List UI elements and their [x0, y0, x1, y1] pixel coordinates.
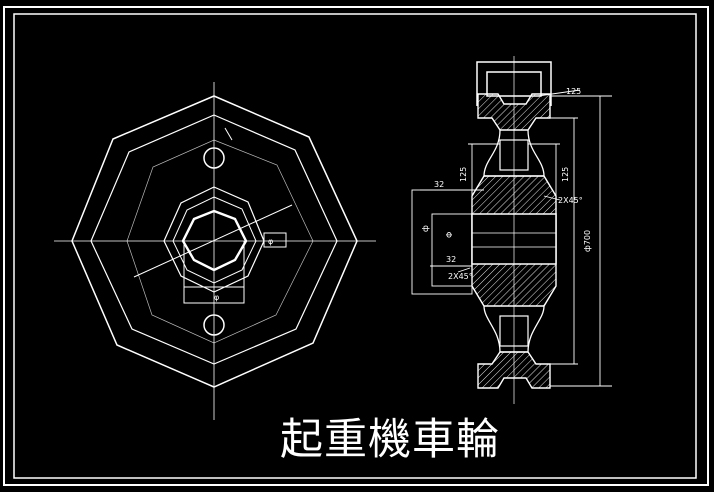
center-mark: φ — [268, 237, 273, 246]
inner-frame — [13, 13, 697, 479]
outer-octagon — [71, 95, 358, 388]
dim-tread-height-left: 125 — [459, 167, 468, 182]
dim-bore-label: Φ — [445, 232, 454, 238]
side-view — [411, 56, 612, 404]
dim-tread-height-right: 125 — [561, 167, 570, 182]
dim-flange-leader — [537, 89, 581, 97]
dim-bore-offset-lower: 32 — [446, 255, 456, 264]
dim-bore-offset: 32 — [434, 180, 444, 189]
chamfer-leader-right — [543, 195, 561, 201]
dim-flange-width: 125 — [566, 87, 581, 96]
keyway-box — [183, 286, 245, 304]
front-view — [54, 82, 376, 420]
outer-frame — [3, 6, 709, 486]
hub-mark: φ — [214, 293, 219, 302]
detail-tick-top — [224, 127, 233, 141]
dim-chamfer-left: 2X45° — [448, 272, 473, 281]
chamfer-leader-left — [457, 267, 471, 273]
dim-outer-diameter: ф700 — [583, 230, 592, 252]
dim-chamfer-right: 2X45° — [558, 196, 583, 205]
diagonal-section-line — [133, 204, 293, 278]
dim-hub-diameter: ф — [421, 225, 430, 232]
top-hole — [203, 147, 225, 169]
bottom-hole — [203, 314, 225, 336]
dim-bore-box-inner — [431, 213, 473, 287]
side-view-labels: 125 125 125 32 32 2X45° 2X45° ф700 ф Φ — [421, 87, 592, 281]
pitch-octagon — [126, 139, 314, 344]
right-detail-box — [263, 232, 287, 248]
drawing-title: 起重機車輪 — [280, 415, 500, 465]
